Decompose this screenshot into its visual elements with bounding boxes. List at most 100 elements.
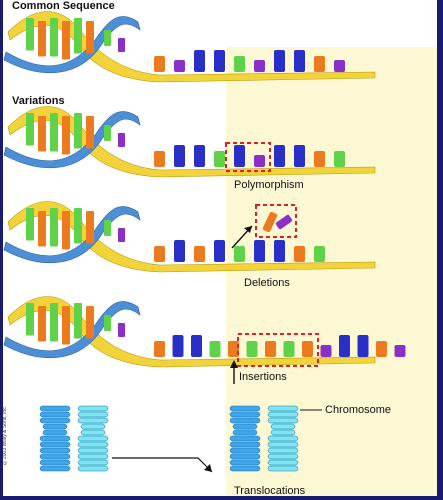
row3-helix-rung [50, 208, 58, 247]
row3-base-blue [214, 240, 225, 262]
chromosome-left-2-band [77, 447, 109, 454]
row2-base-blue [194, 145, 205, 167]
row2-base-blue [274, 145, 285, 167]
row1-yellow-backbone [7, 11, 376, 83]
row1-helix-rung [118, 38, 125, 52]
row3-helix-rung [26, 208, 34, 241]
chromosome-right-1-band [229, 453, 261, 460]
deleted-base-orange [262, 211, 278, 233]
row1-helix-rung [26, 18, 34, 51]
chromosome-left-2-band [77, 411, 109, 418]
polymorphism-highlight-box [225, 142, 271, 172]
chromosome-right-2-band [267, 435, 299, 442]
row3-base-blue [274, 240, 285, 262]
chromosome-right-1-band [232, 423, 258, 430]
heading-variations: Variations [12, 95, 65, 107]
row2-helix-rung [38, 116, 46, 152]
deletion-highlight-box [255, 204, 297, 238]
row2-helix-rung [74, 113, 82, 149]
chromosome-left-2-band [77, 405, 109, 412]
chromosome-left-1-band [39, 459, 71, 466]
row1-helix-rung [38, 21, 46, 57]
row2-base-orange [314, 151, 325, 167]
row2-base-blue [234, 145, 245, 167]
row4-base-blue [172, 335, 184, 357]
shaded-region [226, 47, 437, 496]
row3-base-green [234, 246, 245, 262]
row1-base-purple [254, 60, 265, 72]
row4-base-purple [320, 345, 332, 357]
chromosome-left-1-band [39, 453, 71, 460]
row4-helix-rung [38, 306, 46, 342]
row3-helix-rung [74, 208, 82, 244]
label-chromosome: Chromosome [325, 404, 392, 416]
chromosome-right-1-band [229, 465, 261, 472]
chromosome-left-1-band [39, 441, 71, 448]
row2-base-green [334, 151, 345, 167]
row4-base-orange [265, 341, 276, 357]
row1-base-orange [314, 56, 325, 72]
chromosome-right-2-band [267, 417, 299, 424]
row1-base-blue [194, 50, 205, 72]
row4-yellow-backbone [7, 296, 376, 368]
chromosome-right-1-band [229, 411, 261, 418]
heading-common-sequence: Common Sequence [12, 0, 115, 12]
row3-helix-rung [104, 220, 111, 236]
row1-helix-rung [104, 30, 111, 46]
row1-helix-rung [86, 21, 94, 54]
chromosome-right-2-band [267, 465, 299, 472]
row4-base-green [283, 341, 295, 357]
insertion-arrowhead [230, 360, 238, 368]
translocation-arrow [112, 457, 213, 473]
row2-helix-rung [86, 116, 94, 149]
row2-base-green [214, 151, 225, 167]
row3-yellow-backbone [7, 201, 376, 273]
row3-helix-rung [38, 211, 46, 247]
row4-base-orange [376, 341, 387, 357]
row3-base-orange [194, 246, 205, 262]
row3-helix-rung [86, 211, 94, 244]
row3-base-blue [254, 240, 265, 262]
row1-base-blue [294, 50, 305, 72]
deleted-base-purple [275, 214, 293, 230]
row2-helix-rung [118, 133, 125, 147]
chromosome-right-1-band [232, 429, 258, 436]
row1-helix-rung [50, 18, 58, 57]
chromosome-left-1-band [39, 417, 71, 424]
row4-helix-rung [104, 315, 111, 331]
row2-helix-rung [26, 113, 34, 146]
label-polymorphism: Polymorphism [234, 179, 304, 191]
row4-helix-rung [118, 323, 125, 337]
chromosome-right-2-band [270, 423, 296, 430]
chromosome-right-2-band [267, 405, 299, 412]
chromosome-right-2-band [267, 453, 299, 460]
chromosome-right-2-band [267, 411, 299, 418]
row3-base-orange [294, 246, 305, 262]
label-deletions: Deletions [244, 277, 290, 289]
chromosome-left-1-band [39, 405, 71, 412]
chromosome-left-1-band [39, 435, 71, 442]
deletion-arrowhead [244, 226, 252, 233]
chromosome-right-1-band [229, 459, 261, 466]
chromosome-right-1-band [229, 435, 261, 442]
row2-helix-rung [50, 113, 58, 152]
row4-base-green [246, 341, 258, 357]
row1-helix-rung [62, 21, 70, 60]
chromosome-left-2-band [77, 465, 109, 472]
row4-base-green [209, 341, 221, 357]
row2-base-orange [154, 151, 165, 167]
chromosome-right-1-band [229, 441, 261, 448]
chromosome-left-2-band [77, 435, 109, 442]
row4-base-blue [357, 335, 369, 357]
row3-base-green [314, 246, 325, 262]
row2-base-purple [254, 155, 265, 167]
row1-base-purple [334, 60, 345, 72]
chromosome-left-1-band [39, 465, 71, 472]
row4-helix-rung [62, 306, 70, 345]
row4-base-blue [191, 335, 202, 357]
row1-base-purple [174, 60, 185, 72]
row1-base-green [234, 56, 245, 72]
row4-base-purple [394, 345, 406, 357]
